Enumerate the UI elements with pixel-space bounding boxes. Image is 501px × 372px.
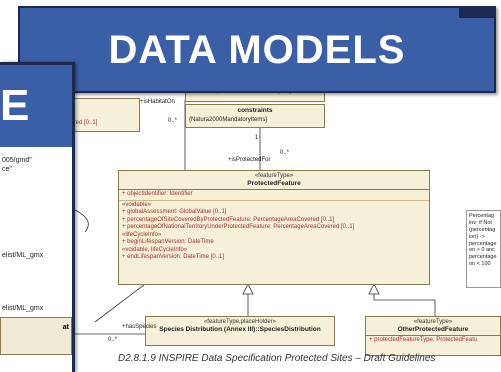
page-title: DATA MODELS [108,28,406,72]
role-is-protected-for: +isProtectedFor [228,157,271,163]
other-protected-feature-class[interactable]: «featureType» OtherProtectedFeature + pr… [365,316,501,356]
front-slide-title-letter: E [0,81,30,130]
mult-species: 0..* [108,337,118,343]
front-text-line: elist/ML_gmx [2,305,44,312]
other-protected-stereotype: «featureType» [413,319,453,325]
note-line: percentage [469,254,497,261]
group-voidable-lifecycle: «voidable, lifeCycleInfo» [122,246,188,253]
mult-habitat: 0..* [168,118,178,124]
attr-global-assessment: + globalAssessment: GlobalValue [0..1] [122,209,227,216]
constraints-text: {Natura2000MandatoryItems} [189,117,268,124]
note-line: on < 100 [469,261,491,268]
other-protected-name: OtherProtectedFeature [397,325,469,333]
banner-corner [459,8,494,18]
front-text-line: ce" [2,166,12,173]
species-distribution-class[interactable]: «featureType,placeHolder» Species Distri… [145,316,335,346]
attr-percentage-national: + percentageOfNationalTerritoryUnderProt… [122,224,355,231]
protected-feature-name: ProtectedFeature [247,179,301,187]
attr-begin-lifespan: + beginLifespanVersion: DateTime [122,239,214,246]
title-banner: DATA MODELS [18,6,496,93]
front-slide: E 005/gmd" ce" elist/ML_gmx elist/ML_gmx… [0,62,75,372]
other-protected-attribute: + protectedFeatureType: ProtectedFeatu [369,337,478,344]
front-text-line: elist/ML_gmx [2,252,44,259]
protected-feature-class[interactable]: «featureType» ProtectedFeature + objectI… [118,170,430,285]
species-distribution-name: Species Distribution (Annex III)::Specie… [159,325,321,333]
constraints-title: constraints [237,107,273,114]
note-line: (percentag [469,226,496,233]
mult-one: 1 [255,135,259,141]
species-distribution-stereotype: «featureType,placeHolder» [203,319,277,325]
protected-feature-stereotype: «featureType» [254,173,294,179]
note-line: inv: if Not [469,219,492,226]
attr-end-lifespan: + endLifespanVersion: DateTime [0..1] [122,254,225,261]
mult-protected: 0..* [280,150,290,156]
role-has-species: +hasSpecies [122,324,157,330]
front-slide-header: E [0,65,72,147]
front-text-line: 005/gmd" [2,157,32,164]
constraint-note: Percentag inv: if Not (percentag ion) ->… [466,210,501,288]
figure-caption: D2.8.1.9 INSPIRE Data Specification Prot… [118,353,436,364]
attr-percentage-site: + percentageOfSiteCoveredByProtectedFeat… [122,216,335,223]
note-line: ion) -> [469,233,485,240]
front-class-box[interactable]: at [0,317,72,355]
group-lifecycle: «lifeCycleInfo» [122,231,162,238]
note-line: percentage [469,240,497,247]
constraints-box[interactable]: constraints {Natura2000MandatoryItems} [185,104,325,128]
left-class-attribute: overed [0..1] [64,120,98,126]
note-line: Percentag [469,213,495,219]
front-box-label: at [62,324,69,331]
role-is-habitat-on: +isHabitatOn [140,99,175,105]
attr-object-identifier: + objectIdentifier: Identifier [122,191,193,198]
note-line: on > 0 anc [469,247,495,254]
group-voidable: «voidable» [122,201,152,208]
